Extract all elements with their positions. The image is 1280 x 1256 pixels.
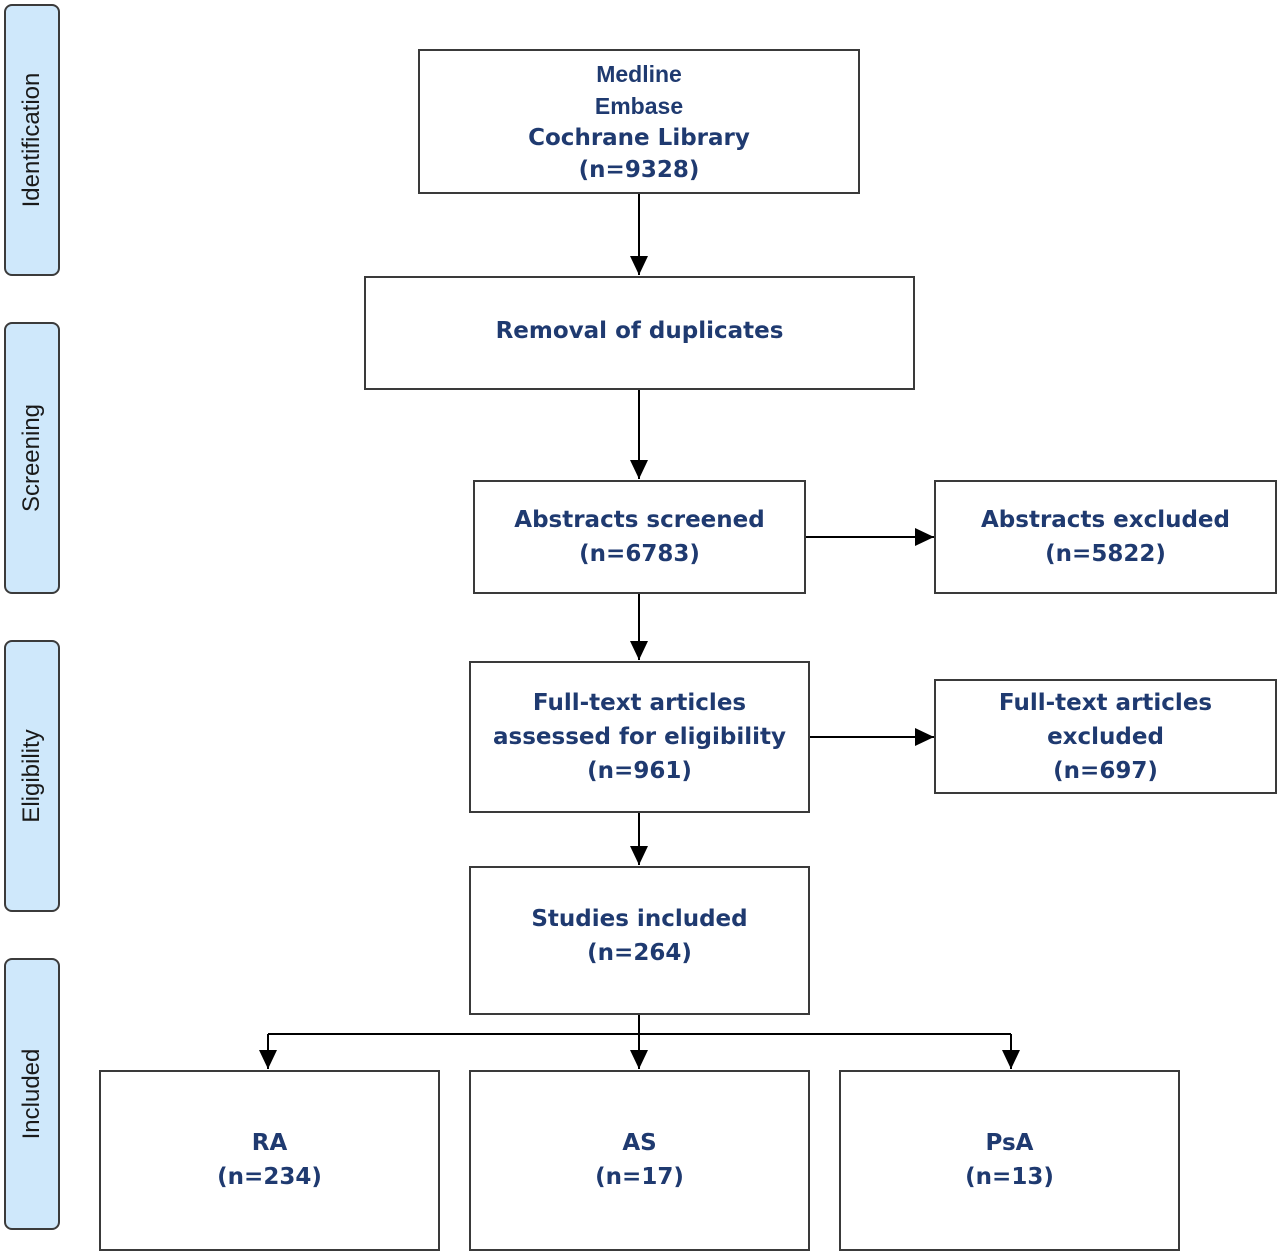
box-database-sources: Medline Embase Cochrane Library (n=9328) xyxy=(418,49,860,194)
stage-included: Included xyxy=(4,958,60,1230)
box-text-line: Cochrane Library xyxy=(528,124,750,151)
stage-screening: Screening xyxy=(4,322,60,594)
box-text-line: Abstracts excluded xyxy=(981,507,1230,533)
box-text-line: (n=17) xyxy=(595,1164,684,1190)
box-text-line: Full-text articles xyxy=(532,690,747,716)
stage-eligibility: Eligibility xyxy=(4,640,60,912)
box-text-line: (n=13) xyxy=(965,1164,1054,1190)
box-abstracts-screened: Abstracts screened (n=6783) xyxy=(473,480,806,594)
stage-identification: Identification xyxy=(4,4,60,276)
box-ra: RA (n=234) xyxy=(99,1070,440,1251)
box-text-line: Abstracts screened xyxy=(514,507,765,533)
box-text-line: (n=6783) xyxy=(579,541,700,567)
box-psa: PsA (n=13) xyxy=(839,1070,1180,1251)
box-text-line: (n=697) xyxy=(1053,757,1158,784)
box-text-line: (n=9328) xyxy=(578,156,700,183)
box-text-line: (n=5822) xyxy=(1045,541,1166,567)
box-text-line: Full-text articles xyxy=(998,689,1213,716)
box-fulltext-assessed: Full-text articles assessed for eligibil… xyxy=(469,661,810,813)
box-text-line: AS xyxy=(622,1130,657,1156)
box-text-line: Medline xyxy=(596,60,682,87)
box-text-line: (n=234) xyxy=(217,1164,322,1190)
box-text-line: Embase xyxy=(594,92,684,119)
box-text-line: Removal of duplicates xyxy=(495,318,784,344)
box-fulltext-excluded: Full-text articles excluded (n=697) xyxy=(934,679,1277,794)
box-text-line: excluded xyxy=(1047,723,1164,750)
box-abstracts-excluded: Abstracts excluded (n=5822) xyxy=(934,480,1277,594)
box-text-line: PsA xyxy=(985,1130,1034,1156)
box-as: AS (n=17) xyxy=(469,1070,810,1251)
box-text-line: Studies included xyxy=(531,906,748,932)
box-studies-included: Studies included (n=264) xyxy=(469,866,810,1015)
box-text-line: assessed for eligibility xyxy=(493,724,786,750)
box-text-line: (n=264) xyxy=(587,940,692,966)
box-text-line: (n=961) xyxy=(587,758,692,784)
box-text-line: RA xyxy=(251,1130,288,1156)
box-removal-of-duplicates: Removal of duplicates xyxy=(364,276,915,390)
